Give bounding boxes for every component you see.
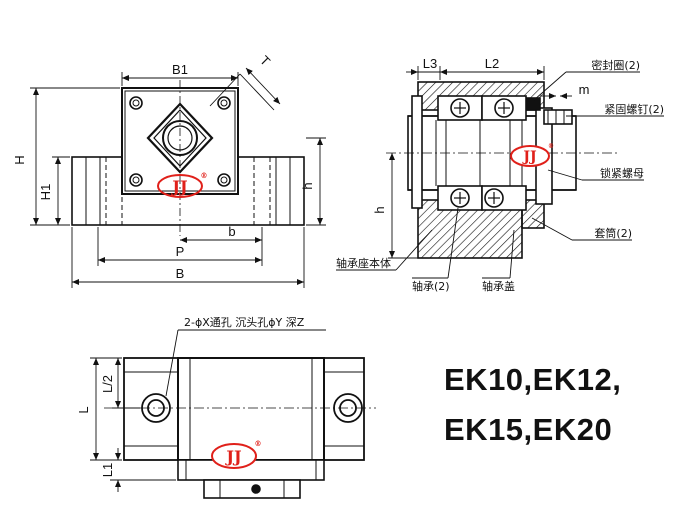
label-L2: L2 — [485, 56, 499, 71]
label-B1: B1 — [172, 62, 188, 77]
label-b: b — [228, 224, 235, 239]
top-view-labels: 2-ϕX通孔 沉头孔ϕY 深Z L/2 L L1 — [76, 316, 305, 477]
bearing-lower — [437, 185, 527, 211]
corner-screw-icon — [129, 96, 231, 187]
label-B: B — [176, 266, 185, 281]
callout-lock-nut: 锁紧螺母 — [600, 166, 644, 180]
label-L1: L1 — [100, 463, 115, 477]
brand-logo-front: JJ ® — [157, 171, 208, 198]
bearing-upper — [437, 95, 527, 121]
top-view — [90, 329, 376, 499]
svg-text:JJ: JJ — [224, 447, 241, 466]
model-line-1: EK10,EK12, — [444, 362, 622, 397]
svg-text:®: ® — [548, 143, 554, 150]
section-view — [336, 66, 664, 279]
label-h-section: h — [372, 206, 387, 213]
hole-note: 2-ϕX通孔 沉头孔ϕY 深Z — [184, 316, 305, 329]
svg-text:®: ® — [255, 439, 262, 448]
label-H1: H1 — [38, 184, 53, 201]
brand-logo-section: JJ ® — [510, 143, 554, 167]
callout-set-screw: 紧固螺钉(2) — [604, 103, 664, 116]
section-view-labels: L3 L2 m h 密封圈(2) 紧固螺钉(2) 锁紧螺母 套筒(2) 轴承座本… — [336, 56, 664, 293]
label-L: L — [76, 406, 91, 413]
callout-seal: 密封圈(2) — [591, 58, 640, 72]
label-h-front: h — [300, 182, 315, 189]
label-P: P — [176, 244, 185, 259]
callout-collar: 套筒(2) — [594, 226, 632, 240]
brand-logo-top: JJ ® — [211, 439, 262, 469]
model-line-2: EK15,EK20 — [444, 412, 613, 447]
callout-cover: 轴承盖 — [482, 279, 515, 293]
callout-housing: 轴承座本体 — [336, 256, 391, 270]
label-m: m — [579, 82, 590, 97]
front-view — [30, 67, 326, 288]
callout-bearing: 轴承(2) — [412, 279, 450, 293]
label-L-half: L/2 — [100, 375, 115, 393]
label-L3: L3 — [423, 56, 437, 71]
label-H: H — [12, 155, 27, 164]
svg-text:JJ: JJ — [170, 177, 187, 196]
svg-text:®: ® — [201, 171, 208, 180]
label-T: T — [257, 53, 273, 69]
svg-text:JJ: JJ — [521, 149, 537, 165]
